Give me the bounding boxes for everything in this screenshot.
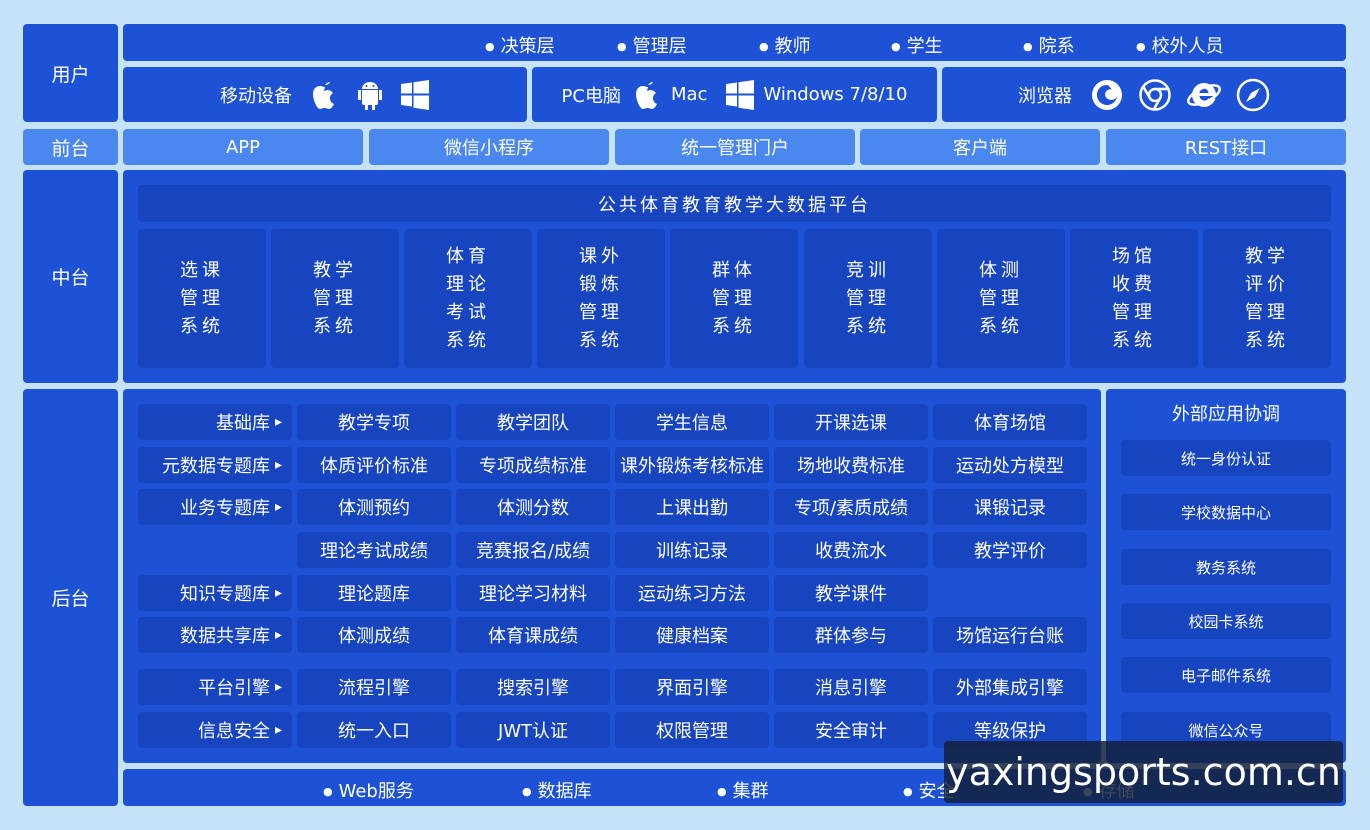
- layer-label-user: 用户: [23, 24, 118, 122]
- system-teaching-evaluation: 教学 评价 管理 系统: [1203, 229, 1331, 368]
- external-item: 学校数据中心: [1121, 494, 1331, 530]
- data-cell: 场馆运行台账: [933, 617, 1087, 653]
- external-apps-title: 外部应用协调: [1172, 404, 1280, 425]
- device-pc-mac: Mac: [670, 84, 708, 105]
- android-icon: [358, 81, 382, 110]
- role-item: 决策层: [485, 32, 555, 58]
- data-cell: 场地收费标准: [774, 447, 928, 483]
- data-cell: 体育场馆: [933, 404, 1087, 440]
- data-cell: 权限管理: [615, 712, 769, 748]
- data-cell: 流程引擎: [297, 669, 451, 705]
- watermark-banner: yaxingsports.com.cn: [944, 741, 1343, 803]
- db-category-sharing: 数据共享库: [138, 617, 292, 653]
- system-course-selection: 选课 管理 系统: [138, 229, 266, 368]
- data-cell: 课外锻炼考核标准: [615, 447, 769, 483]
- roles-bar: 决策层 管理层 教师 学生 院系 校外人员: [123, 24, 1346, 61]
- data-cell: 训练记录: [615, 532, 769, 568]
- role-item: 学生: [891, 32, 943, 58]
- device-mobile: 移动设备: [123, 67, 527, 122]
- data-cell: 开课选课: [774, 404, 928, 440]
- data-cell: 安全审计: [774, 712, 928, 748]
- layer-label-back: 后台: [23, 389, 118, 806]
- db-category-engine: 平台引擎: [138, 669, 292, 705]
- device-browser-label: 浏览器: [1018, 85, 1072, 107]
- data-cell: 体质评价标准: [297, 447, 451, 483]
- data-cell: 搜索引擎: [456, 669, 610, 705]
- device-mobile-label: 移动设备: [220, 85, 292, 107]
- data-cell: 运动处方模型: [933, 447, 1087, 483]
- data-cell: 运动练习方法: [615, 575, 769, 611]
- system-venue-fee: 场馆 收费 管理 系统: [1070, 229, 1198, 368]
- data-cell: 体测成绩: [297, 617, 451, 653]
- layer-label-middle: 中台: [23, 170, 118, 383]
- data-cell: 学生信息: [615, 404, 769, 440]
- data-cell: 课锻记录: [933, 489, 1087, 525]
- windows-icon: [726, 79, 755, 110]
- device-browser: 浏览器: [942, 67, 1346, 122]
- device-pc-windows: Windows 7/8/10: [763, 84, 908, 105]
- system-theory-exam: 体育 理论 考试 系统: [404, 229, 532, 368]
- infra-item: 数据库: [522, 777, 592, 803]
- system-group: 群体 管理 系统: [670, 229, 798, 368]
- apple-icon: [313, 81, 334, 109]
- data-cell: 专项成绩标准: [456, 447, 610, 483]
- external-item: 教务系统: [1121, 549, 1331, 585]
- data-cell: 理论考试成绩: [297, 532, 451, 568]
- firefox-icon: [1092, 79, 1122, 110]
- platform-title: 公共体育教育教学大数据平台: [138, 185, 1331, 222]
- safari-icon: [1236, 78, 1270, 111]
- device-pc: PC电脑 Mac Windows 7/8/10: [532, 67, 937, 122]
- front-wechat-miniprogram: 微信小程序: [369, 129, 609, 165]
- external-item: 校园卡系统: [1121, 603, 1331, 639]
- data-cell: 收费流水: [774, 532, 928, 568]
- db-category-basic: 基础库: [138, 404, 292, 440]
- data-cell: 群体参与: [774, 617, 928, 653]
- front-client: 客户端: [860, 129, 1100, 165]
- data-cell: 专项/素质成绩: [774, 489, 928, 525]
- data-cell: 教学专项: [297, 404, 451, 440]
- apple-icon: [635, 81, 657, 109]
- windows-icon: [401, 79, 429, 110]
- data-cell: 理论学习材料: [456, 575, 610, 611]
- data-cell: JWT认证: [456, 712, 610, 748]
- db-category-metadata: 元数据专题库: [138, 447, 292, 483]
- data-cell: 外部集成引擎: [933, 669, 1087, 705]
- data-cell: 界面引擎: [615, 669, 769, 705]
- data-cell: 教学课件: [774, 575, 928, 611]
- data-cell: 上课出勤: [615, 489, 769, 525]
- data-cell: 体测预约: [297, 489, 451, 525]
- data-cell: 教学评价: [933, 532, 1087, 568]
- data-cell: 统一入口: [297, 712, 451, 748]
- db-category-business: 业务专题库: [138, 489, 292, 525]
- role-item: 管理层: [617, 32, 687, 58]
- system-teaching: 教学 管理 系统: [271, 229, 399, 368]
- front-rest-api: REST接口: [1106, 129, 1346, 165]
- db-category-security: 信息安全: [138, 712, 292, 748]
- external-item: 电子邮件系统: [1121, 657, 1331, 693]
- front-unified-portal: 统一管理门户: [615, 129, 855, 165]
- external-item: 统一身份认证: [1121, 440, 1331, 476]
- front-app: APP: [123, 129, 363, 165]
- infra-item: 集群: [717, 777, 769, 803]
- data-cell: 消息引擎: [774, 669, 928, 705]
- role-item: 院系: [1023, 32, 1075, 58]
- system-training: 竞训 管理 系统: [804, 229, 932, 368]
- ie-icon: [1187, 82, 1221, 107]
- data-cell: 教学团队: [456, 404, 610, 440]
- data-cell: 体育课成绩: [456, 617, 610, 653]
- db-category-knowledge: 知识专题库: [138, 575, 292, 611]
- layer-label-front: 前台: [23, 129, 118, 165]
- chrome-icon: [1139, 78, 1171, 111]
- role-item: 教师: [759, 32, 811, 58]
- data-cell: 竞赛报名/成绩: [456, 532, 610, 568]
- system-fitness-test: 体测 管理 系统: [937, 229, 1065, 368]
- device-pc-label: PC电脑: [561, 85, 621, 107]
- data-cell: 体测分数: [456, 489, 610, 525]
- infra-item: Web服务: [323, 777, 414, 803]
- system-extracurricular: 课外 锻炼 管理 系统: [537, 229, 665, 368]
- data-cell: 健康档案: [615, 617, 769, 653]
- data-cell: 理论题库: [297, 575, 451, 611]
- role-item: 校外人员: [1136, 32, 1224, 58]
